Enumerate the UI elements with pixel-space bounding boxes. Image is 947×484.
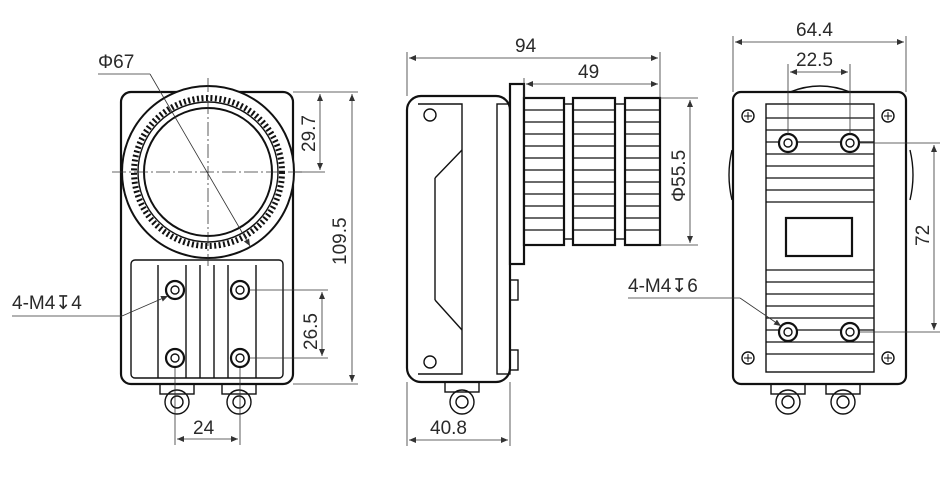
side-body-depth-label: 40.8	[430, 418, 467, 439]
back-corner-screws	[741, 109, 895, 365]
front-height-label: 109.5	[330, 217, 351, 265]
side-view: 94 49 Φ55.5 40.8	[405, 36, 698, 446]
front-mount-holes	[164, 279, 251, 369]
front-connectors	[159, 383, 257, 415]
back-hole-horizontal-label: 22.5	[796, 50, 833, 71]
back-hole-vertical-label: 72	[913, 225, 934, 246]
front-lens-diameter-label: Φ67	[98, 52, 134, 73]
front-top-offset-label: 29.7	[299, 115, 320, 152]
front-hole-label: 4-M4↧4	[12, 293, 82, 314]
back-width-label: 64.4	[796, 20, 833, 41]
side-lens-length-label: 49	[578, 62, 599, 83]
front-hole-horizontal-label: 24	[193, 418, 215, 439]
back-label-window	[784, 216, 854, 258]
front-lens-knurl	[131, 95, 285, 249]
side-body	[405, 94, 512, 384]
back-hole-label: 4-M4↧6	[628, 276, 698, 297]
back-connectors	[770, 383, 861, 415]
side-lens-rings	[522, 96, 662, 247]
front-view: Φ67 29.7 109.5 26.5 4-M4↧4 24	[12, 52, 358, 445]
side-total-length-label: 94	[515, 36, 537, 57]
side-lens-flange	[508, 82, 526, 266]
front-fins	[157, 265, 257, 378]
back-fins-top	[766, 117, 874, 203]
back-view: 64.4 22.5 72 4-M4↧6	[628, 20, 940, 415]
side-lens-diameter-label: Φ55.5	[669, 150, 690, 202]
front-hole-vertical-label: 26.5	[301, 313, 322, 350]
back-fins-bottom	[766, 269, 874, 355]
back-mount-holes	[777, 132, 861, 343]
